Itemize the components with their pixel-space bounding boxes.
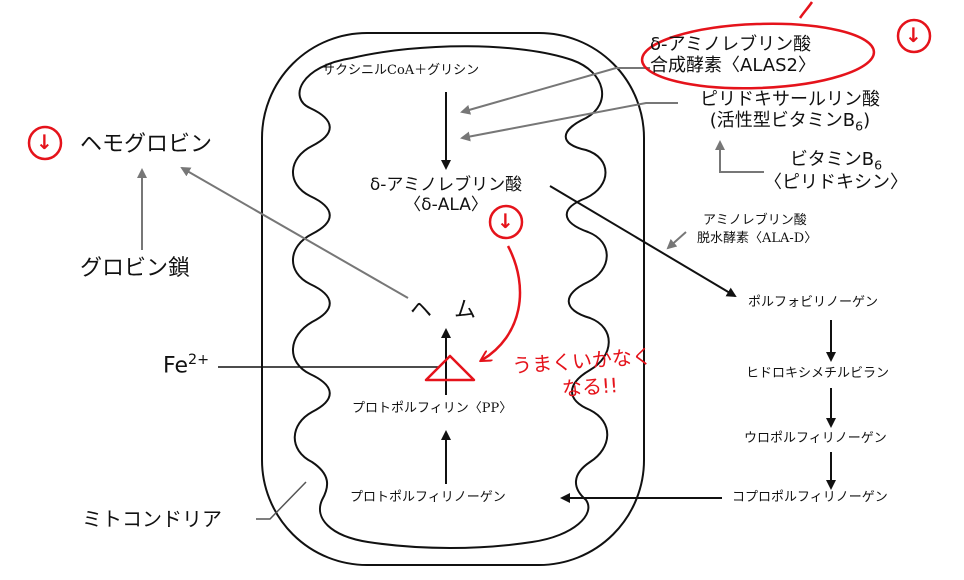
heme-label: ヘ ム: [410, 298, 477, 323]
protoporphyrin-label: プロトポルフィリン〈PP〉: [352, 401, 513, 416]
impaired-note-line2: なる!!: [561, 373, 619, 401]
ala-down-mark: ↓: [497, 209, 514, 233]
arrow-alad-enzyme: [666, 231, 687, 250]
pyridoxal-line2-end: ): [863, 109, 871, 131]
globin-chain-label: グロビン鎖: [80, 256, 191, 281]
mitochondrion-outer-membrane: [261, 32, 645, 566]
alad-line2: 脱水酵素〈ALA-D〉: [697, 231, 818, 247]
ala-dehydratase-label: アミノレブリン酸 脱水酵素〈ALA-D〉: [697, 212, 817, 248]
ala-label: δ-アミノレブリン酸 〈δ-ALA〉: [346, 175, 546, 215]
ala-label-line2: 〈δ-ALA〉: [404, 194, 488, 215]
vitb6-line2: 〈ピリドキシン〉: [764, 172, 908, 194]
hemoglobin-down-mark: ↓: [36, 130, 53, 154]
alas2-enzyme-label: δ-アミノレブリン酸 合成酵素〈ALAS2〉: [650, 34, 816, 76]
pyridoxal-line2-main: (活性型ビタミンB: [709, 109, 856, 131]
red-tick-mark: [798, 1, 814, 19]
hydroxymethylbilane-label: ヒドロキシメチルビラン: [746, 366, 890, 381]
mitochondria-leader-line: [256, 481, 307, 520]
arrow-heme-to-hemoglobin: [180, 167, 409, 299]
vitb6-line1: ビタミンB6: [756, 149, 916, 173]
ala-label-line1: δ-アミノレブリン酸: [369, 175, 523, 195]
mitochondrion-inner-membrane: [292, 45, 610, 549]
vitb6-line1-main: ビタミンB: [789, 149, 875, 170]
pyridoxal-line2-sub: 6: [855, 118, 864, 134]
hemoglobin-label: ヘモグロビン: [80, 132, 213, 157]
arrow-alas-to-pathway: [460, 67, 650, 115]
uroporphyrinogen-label: ウロポルフィリノーゲン: [744, 431, 887, 446]
impaired-triangle-mark: [424, 354, 476, 382]
hemoglobin-down-circle: [27, 125, 63, 161]
arrow-ala-to-porphobilinogen: [549, 185, 737, 298]
ala-down-circle: [488, 204, 524, 240]
pyridoxal-line1: ピリドキサールリン酸: [700, 89, 880, 110]
arrow-pyridoxal-to-pathway: [460, 102, 678, 142]
coproporphyrinogen-label: コプロポルフィリノーゲン: [732, 490, 888, 505]
fe-symbol: Fe: [163, 353, 188, 379]
alas2-line2: 合成酵素〈ALAS2〉: [650, 54, 816, 76]
alas2-down-circle: [896, 18, 932, 54]
mitochondria-label: ミトコンドリア: [82, 507, 222, 531]
pyridoxal-phosphate-label: ピリドキサールリン酸 (活性型ビタミンB6): [680, 89, 900, 134]
alas2-highlight-circle: [640, 22, 876, 90]
impaired-flow-arrow: [482, 245, 522, 360]
succinyl-coa-glycine-label: サクシニルCoA＋グリシン: [322, 63, 480, 78]
fe-charge: 2+: [188, 352, 210, 368]
vitamin-b6-label: ビタミンB6 〈ピリドキシン〉: [756, 149, 916, 194]
porphobilinogen-label: ポルフォビリノーゲン: [748, 295, 879, 310]
protoporphyrinogen-label: プロトポルフィリノーゲン: [350, 490, 506, 505]
fe2-label: Fe2+: [163, 352, 209, 379]
pyridoxal-line2: (活性型ビタミンB6): [680, 109, 900, 134]
alas2-down-mark: ↓: [905, 23, 922, 47]
arrow-vitb6-to-pyridoxal: [715, 140, 764, 173]
alas2-line1: δ-アミノレブリン酸: [650, 34, 812, 55]
vitb6-line1-sub: 6: [874, 157, 883, 173]
alad-line1: アミノレブリン酸: [703, 213, 807, 228]
